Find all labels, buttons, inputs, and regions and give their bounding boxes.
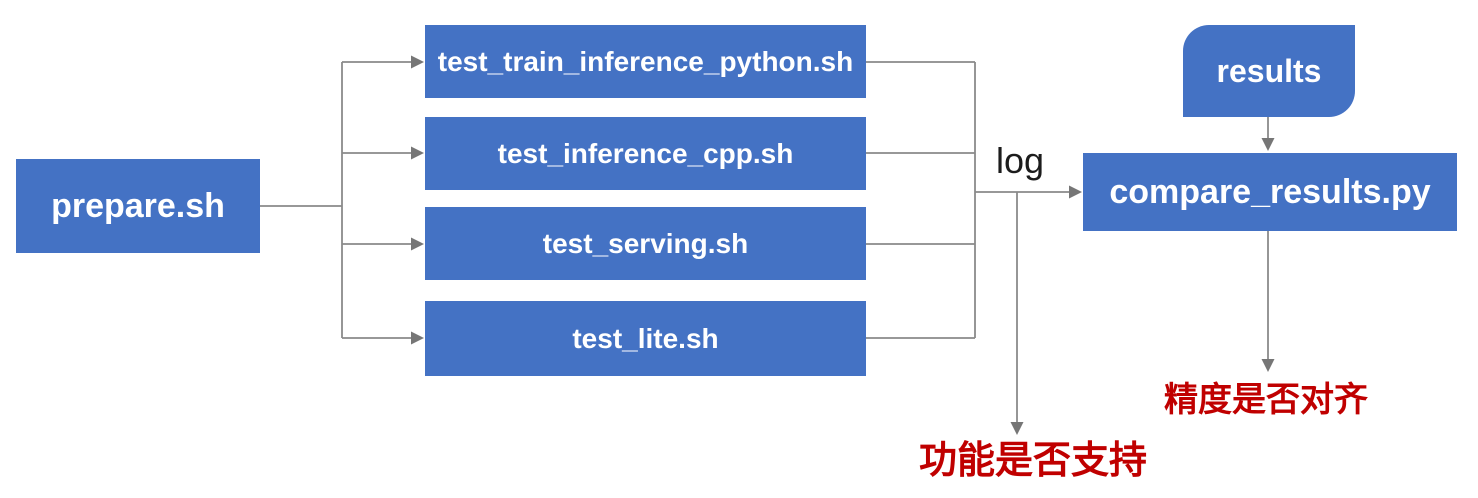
arrowhead-results-compare [1261,138,1275,151]
node-test-serving-sh: test_serving.sh [425,207,866,280]
label-feature-check: 功能是否支持 [918,440,1147,482]
arrowhead-test-2 [411,146,424,160]
arrowhead-compare [1069,185,1082,199]
arrowhead-accuracy-check [1261,359,1275,372]
edge-label-log: log [995,140,1045,181]
connector-tests-to-log-junction [866,61,1070,339]
node-test-lite-sh: test_lite.sh [425,301,866,376]
arrowhead-test-1 [411,55,424,69]
arrowhead-test-4 [411,331,424,345]
label-accuracy-check: 精度是否对齐 [1164,381,1368,419]
node-compare-results-py: compare_results.py [1083,153,1457,231]
connector-prepare-to-tests [260,61,412,339]
node-prepare-sh: prepare.sh [16,159,260,253]
arrowhead-test-3 [411,237,424,251]
node-test-inference-cpp-sh: test_inference_cpp.sh [425,117,866,190]
node-results: results [1183,25,1355,117]
node-test-train-inference-python-sh: test_train_inference_python.sh [425,25,866,98]
arrowhead-feature-check [1010,422,1024,435]
